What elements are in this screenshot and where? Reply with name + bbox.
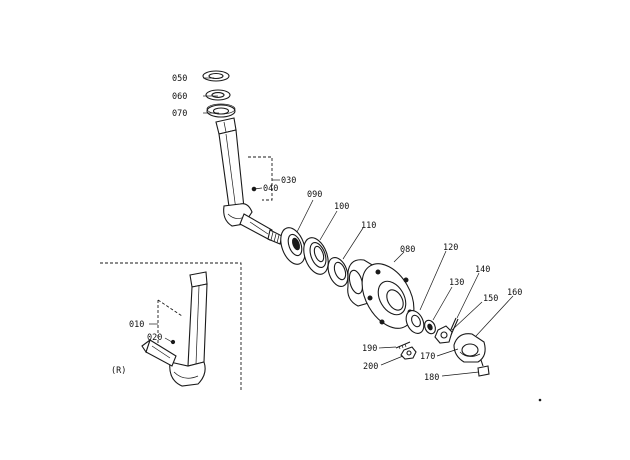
label-110: 110: [361, 221, 376, 231]
label-150: 150: [483, 294, 498, 304]
label-080: 080: [400, 245, 415, 255]
hub-cap-160[interactable]: [453, 333, 486, 363]
grease-fitting-040[interactable]: [251, 186, 263, 192]
label-130: 130: [449, 278, 464, 288]
seal-070[interactable]: [206, 103, 236, 118]
label-070: 070: [172, 109, 187, 119]
steering-knuckle-030[interactable]: [215, 117, 283, 245]
wheel-hub-080[interactable]: [347, 255, 424, 338]
seal-050[interactable]: [202, 70, 230, 82]
label-160: 160: [507, 288, 522, 298]
label-030: 030: [281, 176, 296, 186]
inset-frame: [100, 262, 242, 392]
bearing-100[interactable]: [299, 234, 333, 277]
bearing-110[interactable]: [324, 255, 351, 289]
side-mark: (R): [111, 366, 126, 376]
label-170: 170: [420, 352, 435, 362]
seal-060[interactable]: [205, 89, 231, 101]
label-040: 040: [263, 184, 278, 194]
label-200: 200: [363, 362, 378, 372]
label-090: 090: [307, 190, 322, 200]
label-140: 140: [475, 265, 490, 275]
seal-090[interactable]: [276, 224, 310, 267]
label-180: 180: [424, 373, 439, 383]
steering-knuckle-010[interactable]: [141, 271, 208, 387]
castle-nut-150[interactable]: [434, 325, 453, 344]
label-060: 060: [172, 92, 187, 102]
label-050: 050: [172, 74, 187, 84]
stud-190[interactable]: [395, 341, 411, 350]
bolt-180[interactable]: [477, 359, 490, 377]
washer-130[interactable]: [423, 319, 438, 336]
label-190: 190: [362, 344, 377, 354]
nut-200[interactable]: [400, 346, 417, 360]
label-020: 020: [147, 333, 162, 343]
label-120: 120: [443, 243, 458, 253]
label-100: 100: [334, 202, 349, 212]
label-010: 010: [129, 320, 144, 330]
bearing-120[interactable]: [403, 308, 428, 337]
